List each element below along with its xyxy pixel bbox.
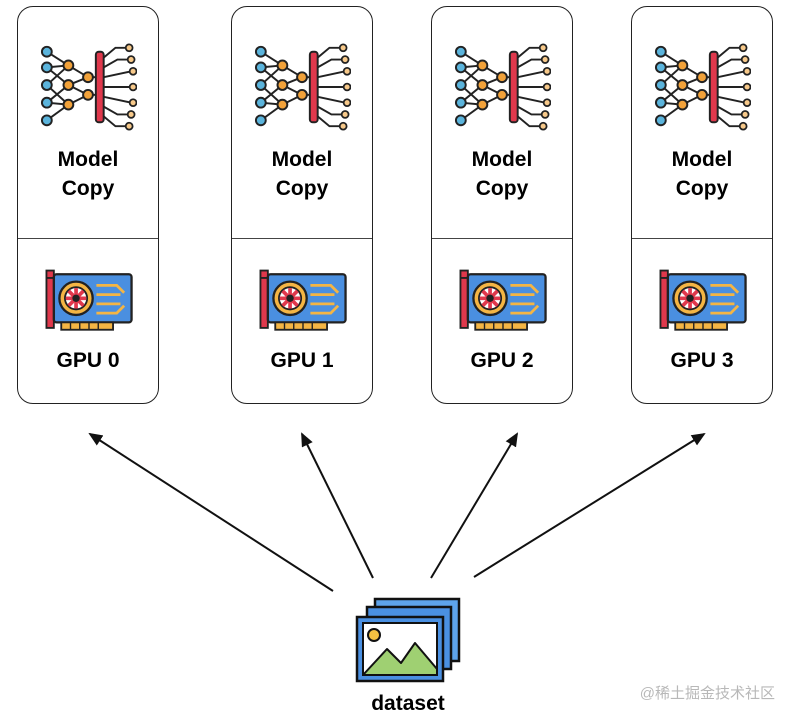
arrow-to-gpu-1: [301, 432, 374, 579]
neural-network-icon: [254, 43, 351, 131]
watermark: @稀土掘金技术社区: [639, 685, 775, 702]
gpu-label: GPU 1: [270, 349, 334, 372]
arrow-to-gpu-3: [473, 432, 706, 578]
image-stack-icon: [355, 597, 461, 683]
card-divider: [232, 238, 372, 239]
gpu-label: GPU 2: [470, 349, 534, 372]
gpu-card-icon: [258, 268, 348, 332]
dataset-label: dataset: [371, 692, 445, 715]
card-divider: [432, 238, 572, 239]
arrow-to-gpu-2: [430, 432, 519, 579]
neural-network-icon: [40, 43, 137, 131]
gpu-card-icon: [44, 268, 134, 332]
gpu-label: GPU 0: [56, 349, 120, 372]
card-divider: [632, 238, 772, 239]
neural-network-icon: [454, 43, 551, 131]
gpu-card-icon: [658, 268, 748, 332]
gpu-label: GPU 3: [670, 349, 734, 372]
gpu-card-icon: [458, 268, 548, 332]
arrow-to-gpu-0: [88, 432, 334, 592]
card-divider: [18, 238, 158, 239]
neural-network-icon: [654, 43, 751, 131]
